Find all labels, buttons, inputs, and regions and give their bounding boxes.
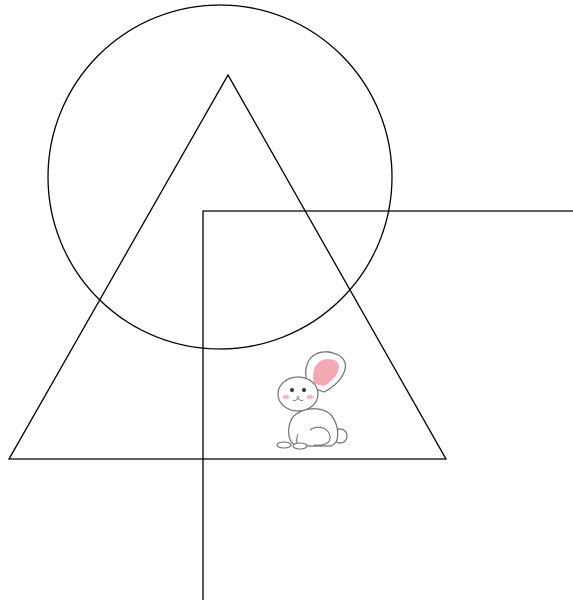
square-shape: [203, 211, 573, 600]
triangle-shape: [9, 75, 446, 459]
bunny-icon: [277, 352, 347, 449]
circle-shape: [48, 5, 392, 349]
